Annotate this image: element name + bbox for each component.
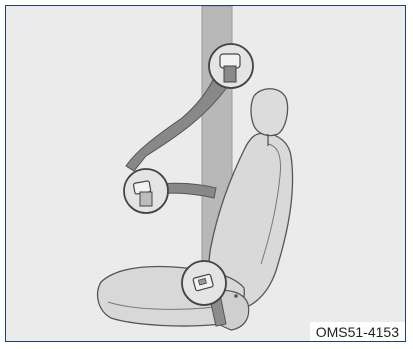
upper-anchor-belt [224, 66, 236, 82]
headrest [251, 89, 288, 136]
figure-code: OMS51-4153 [310, 322, 405, 341]
latch-tongue [140, 192, 152, 206]
trim-bolt [234, 294, 238, 298]
seatbelt-illustration [6, 6, 405, 341]
figure-frame: OMS51-4153 [5, 5, 406, 342]
